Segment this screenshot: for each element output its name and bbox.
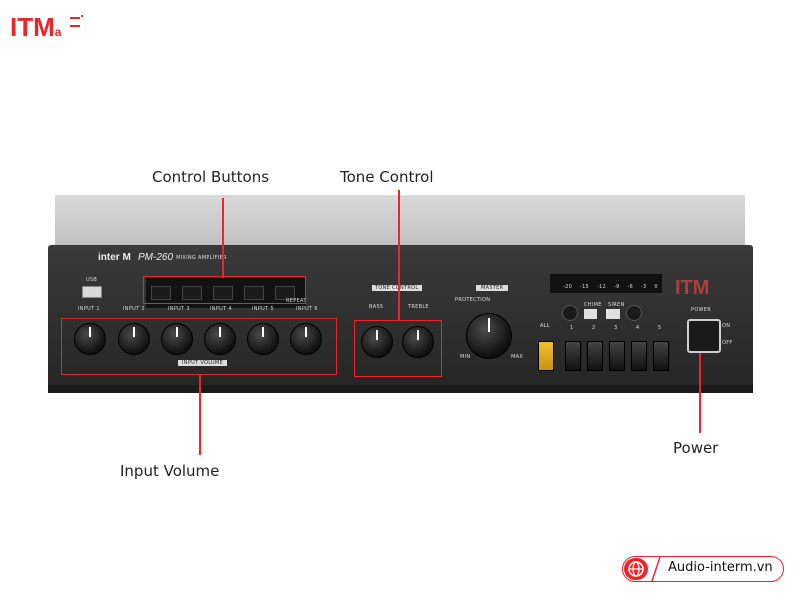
meter-tick: -20 — [563, 284, 573, 290]
power-on-label: ON — [722, 323, 731, 329]
zone-2-switch[interactable] — [587, 341, 603, 371]
chime-label: CHIME — [584, 302, 602, 308]
leader-input-volume — [199, 375, 201, 455]
power-label: POWER — [691, 307, 712, 313]
bass-knob[interactable] — [361, 326, 393, 358]
device-model: PM-260 — [138, 252, 174, 263]
tone-control-label: TONE CONTROL — [372, 285, 422, 291]
input-1-volume-knob[interactable] — [74, 323, 106, 355]
input-label-5: INPUT 5 — [252, 306, 274, 312]
callout-power: Power — [673, 439, 719, 457]
input-2-volume-knob[interactable] — [118, 323, 150, 355]
tone-control-highlight — [354, 320, 442, 377]
input-3-volume-knob[interactable] — [161, 323, 193, 355]
input-label-2: INPUT 2 — [123, 306, 145, 312]
input-volume-highlight — [61, 318, 337, 375]
logo-lines-icon — [70, 15, 83, 27]
chime-knob[interactable] — [562, 305, 578, 321]
usb-label: USB — [86, 277, 98, 283]
treble-label: TREBLE — [408, 304, 429, 310]
zone-label-1: 1 — [570, 325, 574, 331]
master-min-label: MIN — [460, 354, 471, 360]
callout-control-buttons: Control Buttons — [152, 168, 270, 186]
repeat-button[interactable] — [275, 286, 295, 300]
zone-label-5: 5 — [658, 325, 662, 331]
leader-tone-control — [398, 190, 400, 321]
callout-tone-control: Tone Control — [340, 168, 434, 186]
treble-knob[interactable] — [402, 326, 434, 358]
power-off-label: OFF — [722, 340, 733, 346]
pill-divider — [651, 556, 661, 582]
chassis-base — [48, 385, 753, 393]
zone-label-4: 4 — [636, 325, 640, 331]
leader-power — [699, 353, 701, 433]
chassis-top — [55, 195, 745, 250]
repeat-label: REPEAT — [286, 298, 307, 304]
website-url[interactable]: Audio-interm.vn — [668, 560, 773, 575]
brand-logo-text: ITM — [10, 12, 55, 42]
music-note-icon — [584, 309, 597, 319]
power-button[interactable] — [687, 319, 721, 353]
zone-4-switch[interactable] — [631, 341, 647, 371]
zone-5-switch[interactable] — [653, 341, 669, 371]
brand-logo: ITMa — [10, 12, 61, 43]
usb-port[interactable] — [82, 286, 102, 298]
prev-button[interactable] — [213, 286, 233, 300]
zone-label-3: 3 — [614, 325, 618, 331]
next-button[interactable] — [244, 286, 264, 300]
all-zones-label: ALL — [540, 323, 550, 329]
input-label-4: INPUT 4 — [210, 306, 232, 312]
globe-icon — [624, 558, 648, 580]
zone-1-switch[interactable] — [565, 341, 581, 371]
master-label: MASTER — [476, 285, 509, 291]
brand-logo-sub: a — [54, 25, 62, 39]
input-volume-label: INPUT VOLUME — [178, 360, 228, 366]
zone-3-switch[interactable] — [609, 341, 625, 371]
play-pause-button[interactable] — [182, 286, 202, 300]
itm-watermark: ITM — [675, 277, 710, 299]
input-4-volume-knob[interactable] — [204, 323, 236, 355]
meter-tick: -12 — [596, 284, 607, 290]
input-6-volume-knob[interactable] — [290, 323, 322, 355]
meter-tick: -3 — [640, 284, 647, 290]
zone-label-2: 2 — [592, 325, 596, 331]
master-max-label: MAX — [511, 354, 524, 360]
level-meter-scale: -20 -15 -12 -9 -6 -3 0 — [563, 284, 658, 290]
device-brand: inter M — [98, 252, 131, 263]
siren-knob[interactable] — [626, 305, 642, 321]
meter-tick: -9 — [613, 284, 620, 290]
meter-tick: -6 — [627, 284, 633, 290]
input-label-3: INPUT 3 — [168, 306, 190, 312]
callout-input-volume: Input Volume — [120, 462, 220, 480]
device-model-sub: MIXING AMPLIFIER — [176, 255, 227, 261]
master-volume-knob[interactable] — [466, 313, 512, 359]
control-buttons-highlight — [143, 276, 306, 304]
input-label-6: INPUT 6 — [296, 306, 318, 312]
siren-megaphone-icon — [606, 309, 620, 319]
all-zones-switch[interactable] — [538, 341, 554, 371]
level-meter — [549, 273, 663, 294]
meter-tick: -15 — [579, 284, 590, 290]
meter-tick: 0 — [654, 284, 658, 290]
bass-label: BASS — [369, 304, 384, 310]
input-5-volume-knob[interactable] — [247, 323, 279, 355]
siren-label: SIREN — [608, 302, 625, 308]
protection-label: PROTECTION — [455, 297, 491, 303]
leader-control-buttons — [222, 198, 224, 278]
input-label-1: INPUT 1 — [78, 306, 100, 312]
website-pill[interactable] — [622, 556, 784, 582]
stop-button[interactable] — [151, 286, 171, 300]
